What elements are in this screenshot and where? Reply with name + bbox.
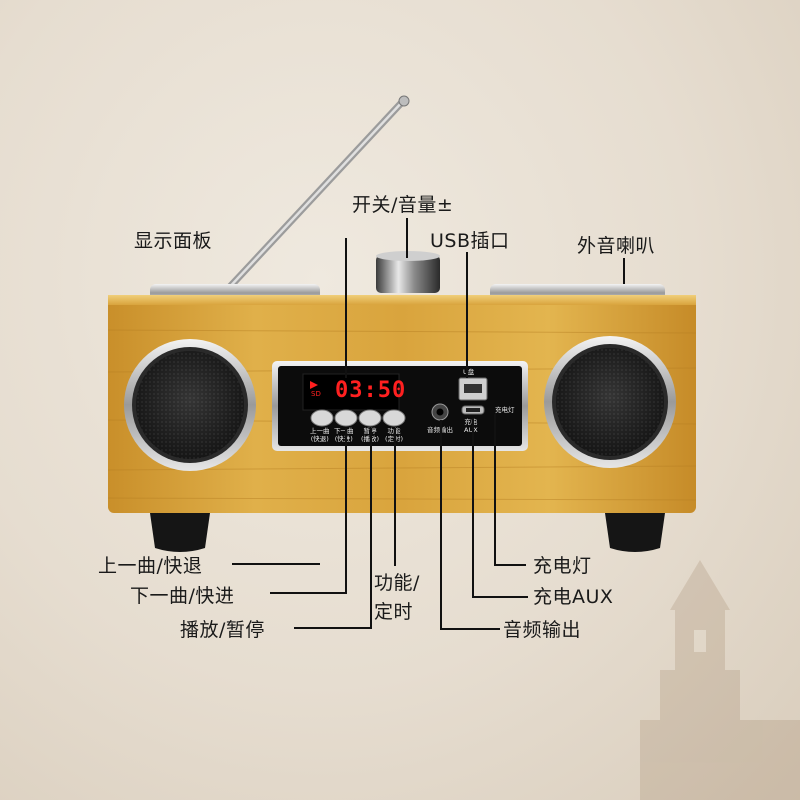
leader-play-h	[294, 627, 372, 629]
leader-display-v	[345, 238, 347, 378]
lcd-time: 03:50	[335, 378, 407, 403]
leader-aux-h	[472, 596, 528, 598]
label-prev-rewind: 上一曲/快退	[98, 555, 203, 577]
leader-audio-h	[440, 628, 500, 630]
leader-charge-v	[494, 414, 496, 566]
leader-prev-h	[232, 563, 320, 565]
label-power-volume: 开关/音量±	[352, 194, 454, 216]
lcd-sd-indicator: SD	[311, 390, 321, 398]
panel-label-aux: 充电 AUX	[464, 418, 478, 434]
leader-play-v	[370, 428, 372, 629]
leader-aux-v	[472, 418, 474, 598]
panel-label-next: 下一曲(快进)	[334, 427, 354, 443]
leader-func-v	[394, 428, 396, 566]
panel-label-usb: U盘	[463, 368, 475, 376]
lcd-display: SD 03:50	[305, 376, 405, 408]
label-function-line1: 功能/	[374, 572, 420, 594]
leader-power-v	[406, 218, 408, 258]
label-next-forward: 下一曲/快进	[130, 585, 235, 607]
label-play-pause: 播放/暂停	[180, 619, 265, 641]
label-external-speaker: 外音喇叭	[577, 235, 656, 257]
label-function-line2: 定时	[374, 601, 414, 623]
label-charge-aux: 充电AUX	[533, 586, 614, 608]
building-watermark	[640, 560, 800, 800]
leader-next-h	[270, 592, 347, 594]
leader-usb-v	[466, 252, 468, 378]
label-display-panel: 显示面板	[134, 230, 213, 252]
label-usb-port: USB插口	[430, 230, 510, 252]
panel-label-charge: 充电灯	[495, 406, 515, 414]
label-audio-out: 音频输出	[503, 619, 582, 641]
leader-speaker-v	[623, 258, 625, 284]
panel-label-prev: 上一曲(快退)	[310, 427, 330, 443]
leader-next-v	[345, 428, 347, 594]
label-charge-light: 充电灯	[533, 555, 592, 577]
leader-charge-h	[494, 564, 526, 566]
leader-audio-v	[440, 420, 442, 630]
